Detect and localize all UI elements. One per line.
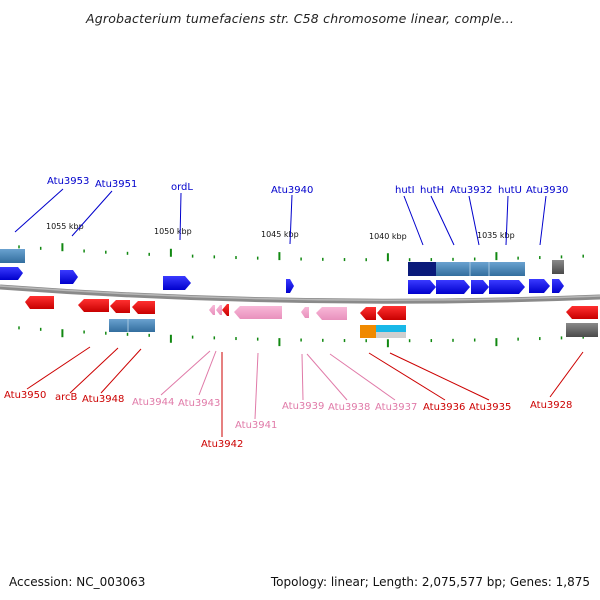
cds-arrow-forward[interactable]	[408, 280, 436, 294]
cds-arrow-reverse[interactable]	[78, 299, 109, 312]
cds-arrow-reverse[interactable]	[316, 307, 347, 320]
gene-label-top: hutH	[420, 185, 444, 196]
cds-arrow-reverse[interactable]	[566, 306, 598, 319]
gene-label-bottom: Atu3937	[375, 402, 417, 413]
cds-arrow-reverse[interactable]	[209, 305, 215, 315]
gene-label-top: ordL	[171, 182, 193, 193]
scale-labels: 1055 kbp 1050 kbp 1045 kbp 1040 kbp 1035…	[46, 222, 515, 241]
top-leader-lines	[14, 188, 547, 246]
gene-label-bottom: Atu3941	[235, 420, 277, 431]
gene-label-bottom: Atu3944	[132, 397, 174, 408]
gene-label-bottom: Atu3935	[469, 402, 511, 413]
leader-line	[289, 194, 293, 245]
scale-label: 1045 kbp	[261, 230, 299, 239]
domain-box[interactable]	[109, 319, 155, 332]
cds-arrow-reverse[interactable]	[301, 307, 309, 318]
map-title: Agrobacterium tumefaciens str. C58 chrom…	[85, 11, 515, 26]
genome-summary-text: Topology: linear; Length: 2,075,577 bp; …	[270, 575, 590, 589]
domain-box[interactable]	[408, 262, 525, 276]
gene-label-top: Atu3953	[47, 176, 89, 187]
scale-label: 1035 kbp	[477, 231, 515, 240]
cds-arrow-reverse[interactable]	[234, 306, 282, 319]
gene-label-bottom: Atu3948	[82, 394, 124, 405]
cds-arrow-forward[interactable]	[286, 279, 294, 293]
accession-text: Accession: NC_003063	[9, 575, 146, 589]
leader-line	[403, 195, 424, 246]
cds-arrow-reverse[interactable]	[110, 300, 130, 313]
leader-line	[179, 192, 182, 241]
genome-backbone-highlight	[0, 285, 600, 301]
domain-box[interactable]	[552, 260, 564, 274]
cds-arrow-forward[interactable]	[529, 279, 550, 293]
cds-arrow-reverse[interactable]	[25, 296, 54, 309]
leader-line	[549, 351, 584, 398]
domain-box[interactable]	[360, 325, 376, 338]
cds-arrow-forward[interactable]	[552, 279, 564, 293]
leader-line	[160, 350, 211, 396]
gene-label-bottom: Atu3936	[423, 402, 465, 413]
leader-line	[100, 348, 142, 394]
gene-label-bottom: Atu3943	[178, 398, 220, 409]
cds-arrow-forward[interactable]	[436, 280, 470, 294]
leader-line	[301, 353, 304, 401]
top-gene-labels: Atu3953 Atu3951 ordL Atu3940 hutI hutH A…	[47, 176, 568, 196]
bottom-gene-labels: Atu3950 arcB Atu3948 Atu3944 Atu3943 Atu…	[4, 390, 572, 450]
leader-line	[329, 353, 396, 401]
cds-arrow-forward[interactable]	[60, 270, 78, 284]
cds-arrow-forward[interactable]	[471, 280, 489, 294]
gene-label-top: hutI	[395, 185, 415, 196]
gene-label-top: Atu3951	[95, 179, 137, 190]
leader-line	[71, 190, 113, 237]
domain-box[interactable]	[0, 249, 25, 263]
forward-strand-features	[0, 249, 564, 294]
genome-backbone	[0, 284, 600, 304]
gene-label-top: hutU	[498, 185, 522, 196]
domain-box[interactable]	[376, 325, 406, 332]
cds-arrow-reverse[interactable]	[377, 306, 406, 320]
leader-line	[430, 195, 455, 246]
gene-label-bottom: Atu3928	[530, 400, 572, 411]
gene-label-top: Atu3940	[271, 185, 313, 196]
leader-line	[539, 195, 547, 246]
cds-arrow-forward[interactable]	[0, 267, 23, 280]
bottom-leader-lines	[26, 346, 584, 437]
cds-arrow-forward[interactable]	[489, 280, 525, 294]
scale-label: 1040 kbp	[369, 232, 407, 241]
leader-line	[69, 347, 119, 394]
leader-line	[468, 195, 480, 246]
reverse-strand-features	[25, 296, 598, 338]
domain-box[interactable]	[408, 262, 436, 276]
leader-line	[389, 352, 490, 401]
leader-line	[306, 353, 348, 401]
gene-label-top: Atu3932	[450, 185, 492, 196]
gene-label-bottom: Atu3939	[282, 401, 324, 412]
domain-box[interactable]	[566, 323, 598, 337]
leader-line	[198, 350, 217, 396]
scale-ticks-top	[18, 243, 584, 262]
gene-label-bottom: Atu3942	[201, 439, 243, 450]
leader-line	[14, 188, 64, 233]
domain-box[interactable]	[376, 332, 406, 338]
leader-line	[505, 195, 509, 246]
cds-arrow-reverse[interactable]	[360, 307, 376, 320]
cds-arrow-reverse[interactable]	[132, 301, 155, 314]
scale-label: 1050 kbp	[154, 227, 192, 236]
leader-line	[254, 352, 259, 420]
gene-label-top: Atu3930	[526, 185, 568, 196]
gene-label-bottom: Atu3950	[4, 390, 46, 401]
leader-line	[368, 352, 446, 401]
leader-line	[26, 346, 91, 390]
scale-label: 1055 kbp	[46, 222, 84, 231]
gene-label-bottom: Atu3938	[328, 402, 370, 413]
gene-label-bottom: arcB	[55, 392, 78, 403]
cds-arrow-reverse[interactable]	[222, 304, 229, 316]
cds-arrow-reverse[interactable]	[216, 305, 222, 315]
scale-ticks-bottom	[18, 326, 584, 348]
cds-arrow-forward[interactable]	[163, 276, 191, 290]
